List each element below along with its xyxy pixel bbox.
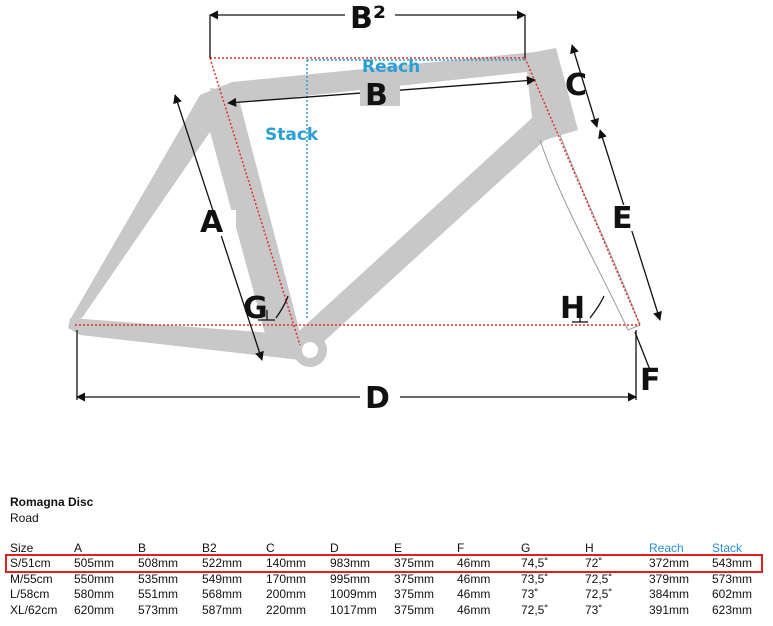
table-cell: 73,5˚: [521, 571, 549, 586]
table-row: M/55cm 550mm 535mm 549mm 170mm 995mm 375mm 46mm…: [7, 571, 761, 587]
table-cell: 620mm: [74, 602, 115, 617]
table-cell: 623mm: [712, 602, 753, 617]
table-cell: 140mm: [266, 556, 307, 571]
table-row: L/58cm 580mm 551mm 568mm 200mm 1009mm 375mm 46m…: [7, 587, 761, 603]
table-cell: 72,5˚: [585, 571, 613, 586]
label-a: A: [200, 205, 224, 240]
table-cell: 508mm: [138, 556, 179, 571]
table-cell: 220mm: [266, 602, 307, 617]
table-cell: 551mm: [138, 587, 179, 602]
header-cell: D: [330, 540, 339, 555]
label-h: H: [560, 291, 585, 326]
table-cell: 568mm: [202, 587, 243, 602]
table-cell: 573mm: [712, 571, 753, 586]
table-cell: 375mm: [394, 587, 435, 602]
label-b2: B²: [350, 1, 386, 36]
header-cell: B2: [202, 540, 217, 555]
table-cell: 995mm: [330, 571, 371, 586]
table-cell: 522mm: [202, 556, 243, 571]
table-cell: 384mm: [649, 587, 690, 602]
table-row: S/51cm 505mm 508mm 522mm 140mm 983mm 375mm 46mm…: [5, 553, 763, 573]
header-cell: E: [394, 540, 403, 555]
table-cell: XL/62cm: [10, 602, 58, 617]
table-cell: 46mm: [457, 602, 491, 617]
table-cell: 72,5˚: [521, 602, 549, 617]
label-d: D: [365, 381, 390, 416]
table-cell: 372mm: [649, 556, 690, 571]
table-cell: 602mm: [712, 587, 753, 602]
table-cell: 74,5˚: [521, 556, 549, 571]
header-cell: B: [138, 540, 147, 555]
table-cell: S/51cm: [10, 556, 51, 571]
label-g: G: [243, 291, 268, 326]
table-cell: 72,5˚: [585, 587, 613, 602]
table-cell: 46mm: [457, 556, 491, 571]
header-cell: Size: [10, 540, 34, 555]
table-cell: 73˚: [585, 602, 603, 617]
model-category: Road: [10, 511, 39, 525]
header-cell: C: [266, 540, 275, 555]
table-cell: L/58cm: [10, 587, 50, 602]
model-name: Romagna Disc: [10, 495, 94, 509]
table-cell: 587mm: [202, 602, 243, 617]
table-cell: 543mm: [712, 556, 753, 571]
label-e: E: [612, 201, 633, 236]
table-cell: 983mm: [330, 556, 371, 571]
label-b: B: [365, 78, 388, 113]
table-cell: 72˚: [585, 556, 603, 571]
table-cell: 375mm: [394, 556, 435, 571]
table-cell: 535mm: [138, 571, 179, 586]
table-cell: 1017mm: [330, 602, 377, 617]
table-cell: 550mm: [74, 571, 115, 586]
table-cell: 549mm: [202, 571, 243, 586]
table-cell: 375mm: [394, 602, 435, 617]
table-cell: 46mm: [457, 587, 491, 602]
frame-geometry-diagram: B² B C A E G H D F Reach Stack: [68, 1, 662, 416]
header-cell: H: [585, 540, 594, 555]
header-cell: A: [74, 540, 83, 555]
label-f: F: [640, 363, 661, 398]
table-cell: 391mm: [649, 602, 690, 617]
table-cell: 170mm: [266, 571, 307, 586]
header-cell: F: [457, 540, 465, 555]
table-cell: 73˚: [521, 587, 539, 602]
table-cell: 580mm: [74, 587, 115, 602]
table-cell: 46mm: [457, 571, 491, 586]
geometry-table: Size A B B2 C D E F G H Reach Stack S/51…: [5, 540, 763, 618]
label-stack: Stack: [265, 125, 319, 145]
table-cell: 200mm: [266, 587, 307, 602]
header-cell: Stack: [712, 540, 743, 555]
table-row: XL/62cm 620mm 573mm 587mm 220mm 1017mm 375mm 46…: [7, 602, 761, 618]
header-cell: Reach: [649, 540, 684, 555]
table-cell: 505mm: [74, 556, 115, 571]
table-cell: 379mm: [649, 571, 690, 586]
table-cell: 573mm: [138, 602, 179, 617]
label-c: C: [565, 68, 587, 103]
label-reach: Reach: [362, 57, 420, 77]
table-cell: 375mm: [394, 571, 435, 586]
table-header-row: Size A B B2 C D E F G H Reach Stack: [7, 540, 761, 556]
table-cell: M/55cm: [10, 571, 53, 586]
table-cell: 1009mm: [330, 587, 377, 602]
header-cell: G: [521, 540, 531, 555]
